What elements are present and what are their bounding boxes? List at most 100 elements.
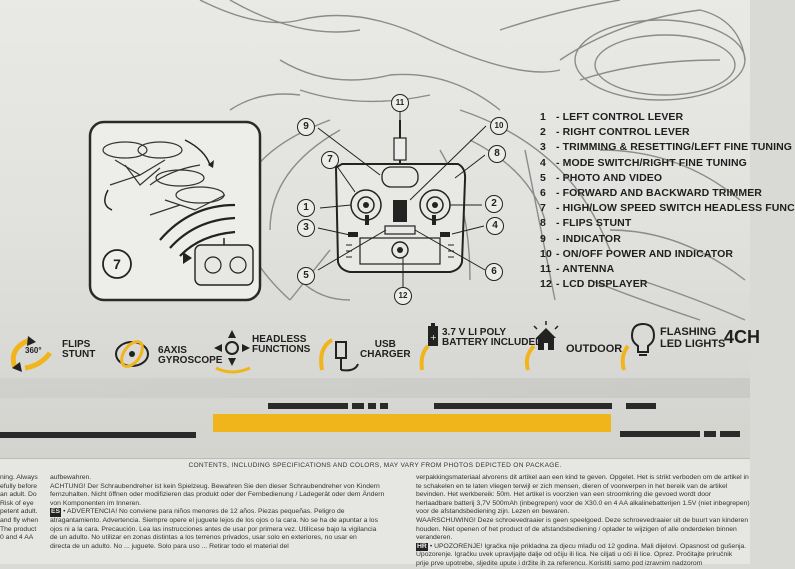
function-list-item: 12 - LCD DISPLAYER xyxy=(540,278,648,290)
drone-illustration xyxy=(88,0,746,321)
function-list-item: 7- HIGH/LOW SPEED SWITCH HEADLESS FUNC xyxy=(540,202,795,214)
function-list-item: 2- RIGHT CONTROL LEVER xyxy=(540,126,690,138)
legal-text-line: ES• ADVERTENCIA! No conviene para niños … xyxy=(50,508,345,517)
inset-callout-number: 7 xyxy=(113,256,121,272)
function-number: 1 xyxy=(540,111,546,123)
function-label: - TRIMMING & RESETTING/LEFT FINE TUNING xyxy=(556,141,793,154)
function-label: - ANTENNA xyxy=(556,263,615,275)
function-number: 11 xyxy=(540,263,552,275)
feature-outdoor: OUTDOOR xyxy=(566,343,623,355)
legal-text-line: bevinden. Het werkbereik: 50m. Het artik… xyxy=(416,491,712,499)
legal-text-line: The product xyxy=(0,525,37,533)
legal-text-line: fernzuhalten. Nicht öffnen oder modifizi… xyxy=(50,491,385,499)
feature-icons: + xyxy=(10,321,656,374)
legal-text-line: ACHTUNG! Der Schraubendreher ist kein Sp… xyxy=(50,482,380,490)
black-stripe-left xyxy=(268,403,348,409)
inset-callout-circle xyxy=(102,249,132,279)
legal-text-line: von Komponenten im Inneren. xyxy=(50,499,142,507)
legal-text-line: ning. Always xyxy=(0,474,38,481)
rotation-arrow xyxy=(104,189,113,211)
legal-text-line: ojos ni a la cara. Precaución. Lea las i… xyxy=(50,525,377,533)
function-label: - LCD DISPLAYER xyxy=(556,278,648,291)
flip-360-icon xyxy=(10,336,52,372)
legal-text-line: WAARSCHUWING! Deze schroevedraaier is ge… xyxy=(416,516,749,524)
function-list-item: 9 - INDICATOR xyxy=(540,233,621,245)
language-tag: ES xyxy=(50,508,62,517)
drone-line-art xyxy=(199,0,746,321)
black-stripe-right xyxy=(434,403,612,409)
feature-gyroscope: 6AXIS GYROSCOPE xyxy=(158,345,223,366)
legal-text-line: voor de afstandsbediening zijn. Lezen en… xyxy=(416,508,570,516)
callout-10: 10 xyxy=(490,117,508,135)
disclaimer: CONTENTS, INCLUDING SPECIFICATIONS AND C… xyxy=(188,462,562,469)
feature-headless: HEADLESS FUNCTIONS xyxy=(252,334,311,355)
function-list-item: 6- FORWARD AND BACKWARD TRIMMER xyxy=(540,187,762,199)
function-label: - RIGHT CONTROL LEVER xyxy=(556,126,690,139)
yellow-stripe xyxy=(213,414,611,432)
svg-text:+: + xyxy=(430,333,437,342)
gyroscope-icon xyxy=(115,340,149,368)
callout-1: 1 xyxy=(297,199,315,217)
legal-text-panel xyxy=(0,458,750,564)
callout-4: 4 xyxy=(486,217,504,235)
feature-flashing-led: FLASHING LED LIGHTS xyxy=(660,326,726,350)
callout-7: 7 xyxy=(321,151,339,169)
legal-text-line: te schakelen en te laten vliegen terwijl… xyxy=(416,482,728,490)
callout-5: 5 xyxy=(297,267,315,285)
battery-icon: + xyxy=(419,323,438,371)
legal-text-line: 0 and 4 AA xyxy=(0,534,34,542)
led-bulb-icon xyxy=(620,322,656,371)
function-list-item: 10 - ON/OFF POWER AND INDICATOR xyxy=(540,248,733,260)
legal-text-line: de un adulto. No utilizar en zonas disti… xyxy=(50,534,357,542)
function-label: - MODE SWITCH/RIGHT FINE TUNING xyxy=(556,156,747,169)
legal-text-line: petent adult. xyxy=(0,508,38,516)
function-list-item: 4 - MODE SWITCH/RIGHT FINE TUNING xyxy=(540,157,747,169)
function-list-item: 11 - ANTENNA xyxy=(540,263,614,275)
function-number: 12 xyxy=(540,278,552,291)
function-label: - INDICATOR xyxy=(556,232,621,245)
function-label: - LEFT CONTROL LEVER xyxy=(556,111,684,123)
callout-2: 2 xyxy=(485,195,503,213)
function-label: - FLIPS STUNT xyxy=(556,217,632,230)
function-label: - ON/OFF POWER AND INDICATOR xyxy=(556,247,734,260)
feature-battery: 3.7 V LI POLY BATTERY INCLUDED xyxy=(442,327,543,348)
outdoor-icon xyxy=(524,321,559,371)
legal-text-line: HR• UPOZORENJE! Igračka nije prikladna z… xyxy=(416,542,747,552)
function-label: - HIGH/LOW SPEED SWITCH HEADLESS FUNC xyxy=(556,202,795,215)
function-label: - PHOTO AND VIDEO xyxy=(556,171,663,184)
legal-text-line: an adult. Do xyxy=(0,491,37,499)
mini-controller-sketch xyxy=(183,238,254,286)
controller-diagram xyxy=(334,120,467,273)
function-number: 9 xyxy=(540,232,546,245)
function-list-item: 5 - PHOTO AND VIDEO xyxy=(540,172,662,184)
callout-9: 9 xyxy=(297,118,315,136)
callout-6: 6 xyxy=(485,263,503,281)
callout-leader-lines xyxy=(317,110,487,290)
callout-12: 12 xyxy=(394,287,412,305)
legal-text-line: Upozorenje. Igračku uvek upravljajte dal… xyxy=(416,551,733,559)
legal-text-line: efully before xyxy=(0,482,38,490)
legal-text-line: houden. Niet openen of het product of de… xyxy=(416,525,737,533)
legal-text-line: prije prve upotrebe, sljedite upute i dr… xyxy=(416,559,703,567)
function-list-item: 1 - LEFT CONTROL LEVER xyxy=(540,111,683,123)
legal-text-line: herlaadbare batterij 3,7V 500mAh (inbegr… xyxy=(416,499,750,507)
callout-11: 11 xyxy=(391,94,409,112)
function-number: 4 xyxy=(540,156,546,169)
legal-text-column-middle: aufbewahren.ACHTUNG! Der Schraubendreher… xyxy=(50,474,408,551)
legal-text-column-right: verpakkingsmateriaal alvorens dit artike… xyxy=(416,474,750,569)
function-number: 3 xyxy=(540,141,546,154)
legal-text-line: Risk of eye xyxy=(0,499,34,507)
legal-text-line: atragantamiento. Advertencia. Siempre op… xyxy=(50,516,378,524)
function-number: 8 xyxy=(540,217,546,230)
function-number: 10 xyxy=(540,247,552,260)
legal-text-line: aufbewahren. xyxy=(50,474,92,481)
usb-charger-icon xyxy=(319,338,359,372)
function-number: 6 xyxy=(540,187,546,199)
feature-4ch: 4CH xyxy=(724,327,761,347)
function-list-item: 8 - FLIPS STUNT xyxy=(540,217,631,229)
flip-360-badge: 360° xyxy=(25,346,42,355)
legal-text-line: directa de un adulto. No ... juguete. So… xyxy=(50,542,289,550)
function-number: 5 xyxy=(540,171,546,184)
